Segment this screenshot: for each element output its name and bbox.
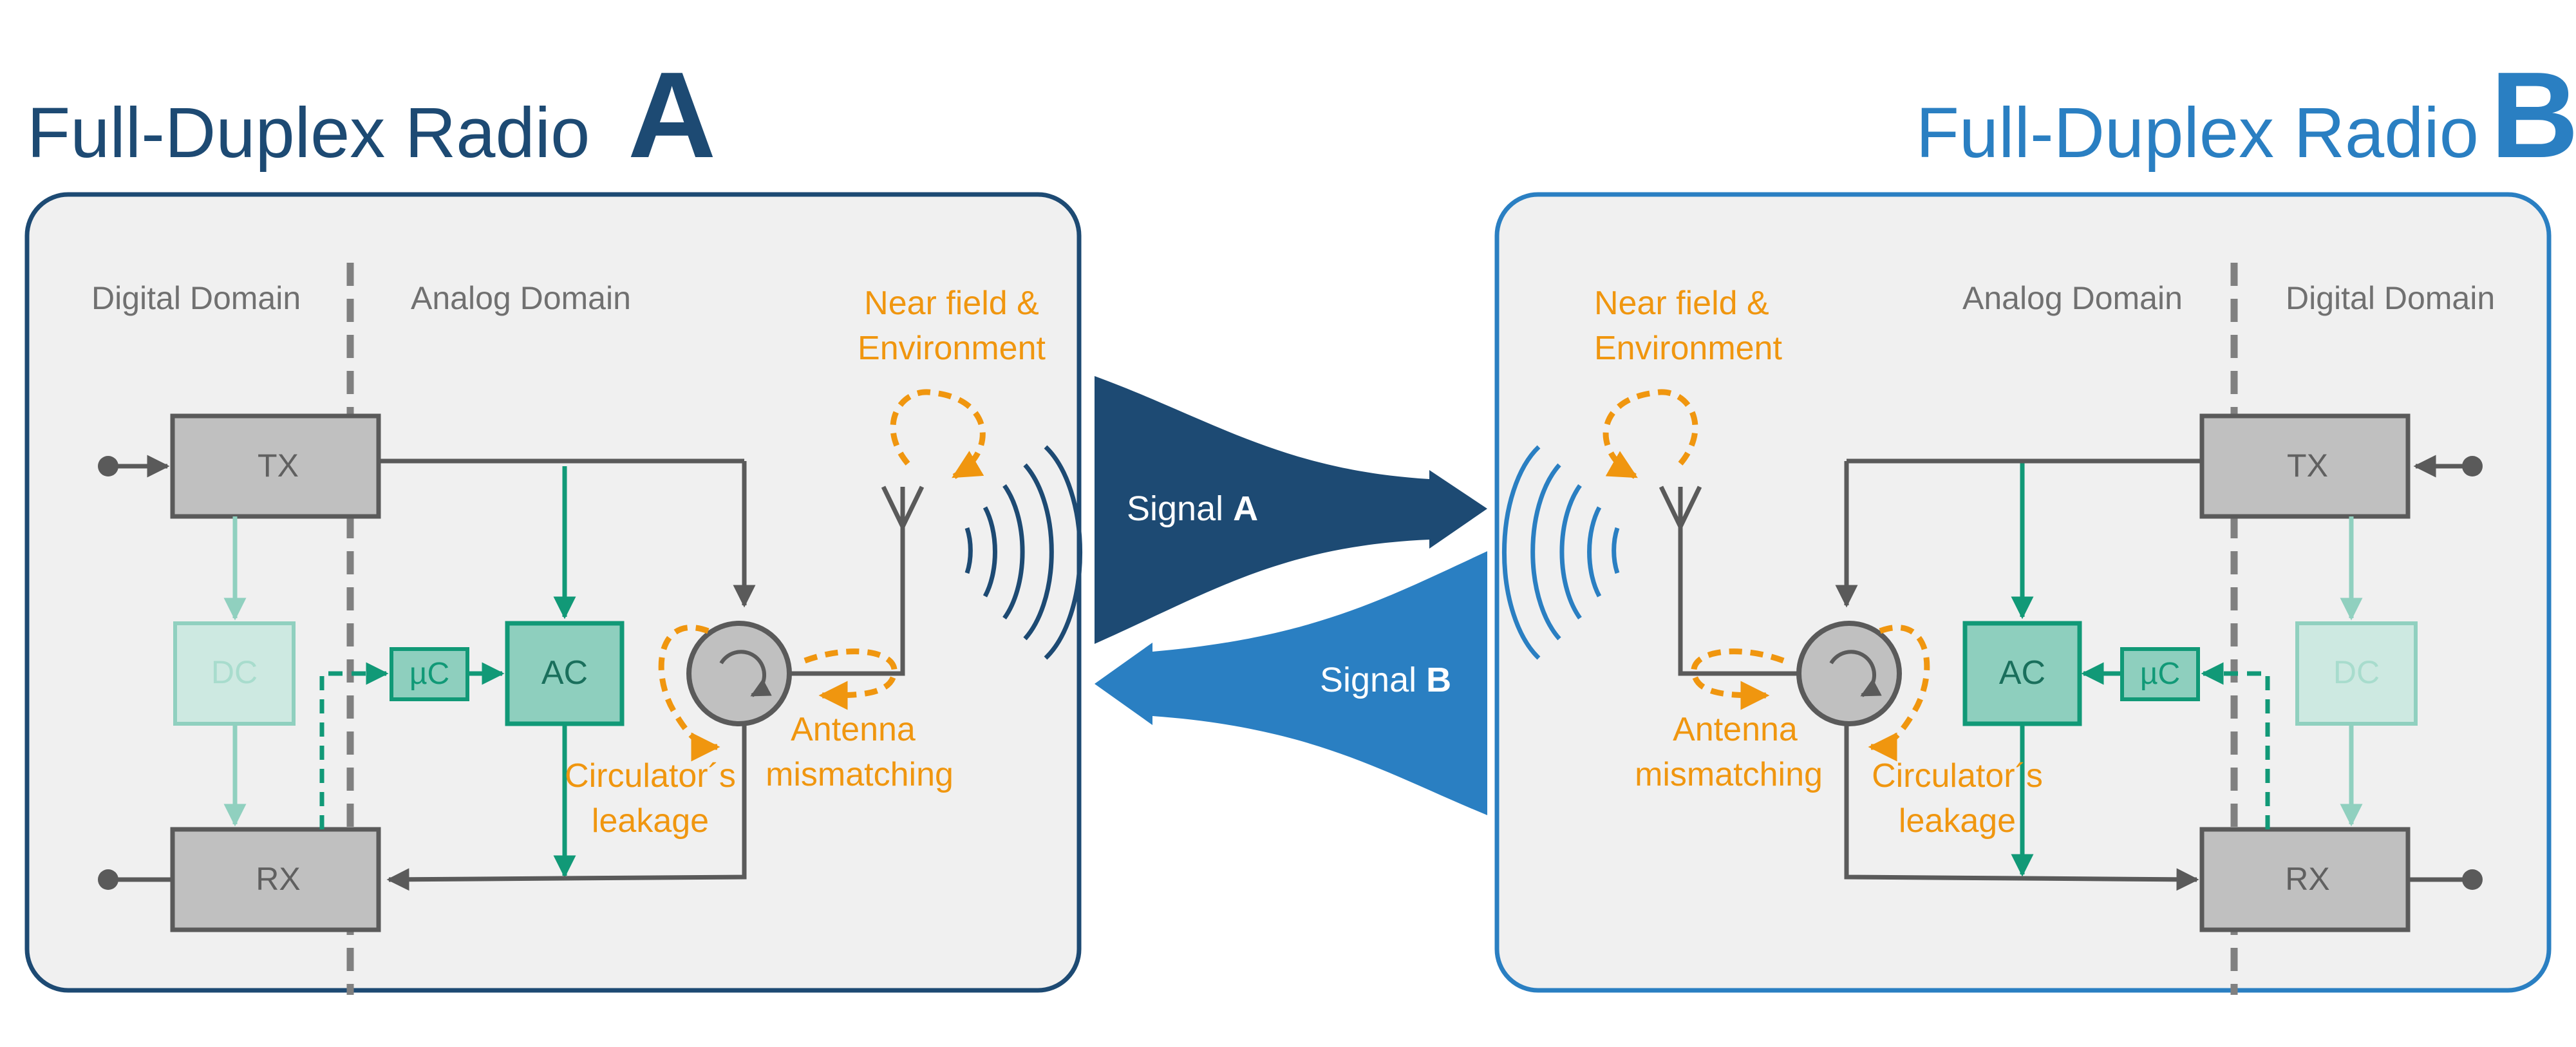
rx-to-uc-dashed xyxy=(2201,662,2270,829)
antenna-mismatch-arrow xyxy=(1691,648,1785,710)
signal-a-label: Signal A xyxy=(1127,489,1258,528)
antenna-icon xyxy=(881,486,925,533)
signal-a-arrow xyxy=(1095,376,1487,644)
rx-block xyxy=(170,827,381,932)
dc-block xyxy=(173,621,296,726)
radio-a-title: Full-Duplex Radio xyxy=(27,93,590,173)
rx-label: RX xyxy=(2285,861,2329,897)
radio-b-title: Full-Duplex Radio xyxy=(1916,93,2479,173)
ac-block xyxy=(505,621,625,726)
uc-label: µC xyxy=(409,657,449,691)
digital-domain-label: Digital Domain xyxy=(2286,280,2495,316)
signal-b-label: Signal B xyxy=(1320,661,1451,699)
antenna-mismatch-arrow xyxy=(804,648,898,710)
rx-output-terminal xyxy=(98,869,118,890)
ac-label: AC xyxy=(1999,654,2045,692)
near-field-label: Near field & xyxy=(864,285,1039,322)
antenna-mismatch-label-2: mismatching xyxy=(766,756,954,793)
circulator xyxy=(1796,621,1902,726)
tx-label: TX xyxy=(2287,448,2328,484)
near-field-label: Near field & xyxy=(1594,285,1769,322)
tx-input-terminal xyxy=(98,456,118,476)
circulator-to-rx-line xyxy=(1844,722,2199,891)
tx-input-terminal xyxy=(2462,456,2483,476)
circulator-leakage-label: Circulator´s xyxy=(565,757,736,795)
tx-block xyxy=(170,413,381,519)
radio-a-panel xyxy=(24,192,1082,993)
digital-domain-label: Digital Domain xyxy=(91,280,301,316)
rx-label: RX xyxy=(256,861,300,897)
rx-to-uc-dashed xyxy=(319,662,389,829)
tx-block xyxy=(2199,413,2411,519)
circulator-leakage-arrow xyxy=(1868,625,1930,762)
analog-domain-label: Analog Domain xyxy=(1962,280,2183,316)
circulator-to-antenna-line xyxy=(1678,500,1804,676)
radio-a: Full-Duplex Radio A Digital Domain Analo… xyxy=(24,47,1083,995)
radio-a-title-letter: A xyxy=(628,47,716,184)
antenna-icon xyxy=(1659,486,1702,533)
analog-domain-label: Analog Domain xyxy=(411,280,631,316)
radio-b-title-letter: B xyxy=(2490,47,2576,184)
circulator-leakage-arrow xyxy=(658,625,720,762)
signal-b: Signal B xyxy=(1095,551,1487,815)
antenna-mismatch-label-2: mismatching xyxy=(1635,756,1823,793)
circulator-leakage-label-2: leakage xyxy=(592,802,709,840)
dc-label: DC xyxy=(2333,654,2380,690)
dc-label: DC xyxy=(211,654,258,690)
near-field-label-2: Environment xyxy=(1594,330,1782,367)
circulator xyxy=(686,621,792,726)
radio-b: Full-Duplex Radio B Analog Domain Digita… xyxy=(1494,47,2576,995)
rx-output-terminal xyxy=(2462,869,2483,890)
dc-block xyxy=(2295,621,2418,726)
tx-label: TX xyxy=(258,448,299,484)
signal-a: Signal A xyxy=(1095,376,1487,644)
circulator-rotation-icon xyxy=(719,650,772,697)
antenna-mismatch-label: Antenna xyxy=(1673,711,1798,748)
near-field-label-2: Environment xyxy=(858,330,1046,367)
ac-label: AC xyxy=(541,654,588,692)
radiation-waves-icon xyxy=(1501,445,1620,660)
circulator-to-antenna-line xyxy=(789,500,905,676)
circulator-leakage-label: Circulator´s xyxy=(1872,757,2043,795)
circulator-to-rx-line xyxy=(386,722,747,891)
signal-b-arrow xyxy=(1095,551,1487,815)
circulator-rotation-icon xyxy=(1829,650,1882,697)
uc-label: µC xyxy=(2140,657,2180,691)
radiation-waves-icon xyxy=(964,445,1083,660)
circulator-leakage-label-2: leakage xyxy=(1899,802,2016,840)
antenna-mismatch-label: Antenna xyxy=(791,711,916,748)
rx-block xyxy=(2199,827,2411,932)
